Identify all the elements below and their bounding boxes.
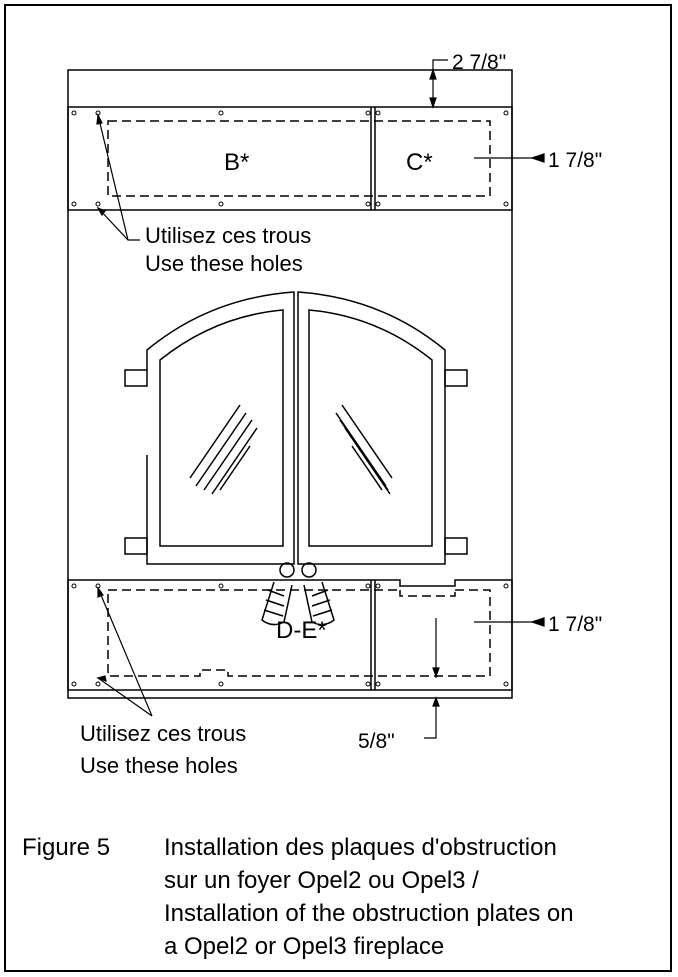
dim-top-label: 2 7/8" (452, 51, 506, 74)
holes-upper-label-en: Use these holes (145, 251, 303, 276)
holes-upper-leader (97, 114, 140, 241)
dim-bottom-leader (424, 698, 437, 739)
lower-plate (67, 579, 513, 691)
dim-top-arrows (429, 68, 437, 109)
figure-frame (4, 4, 672, 972)
right-door (297, 291, 468, 565)
plate-c-label: C* (406, 149, 433, 176)
holes-upper-label-fr: Utilisez ces trous (145, 223, 311, 248)
holes-lower-label-fr: Utilisez ces trous (80, 721, 246, 746)
holes-lower-leader (97, 587, 153, 717)
dim-top-leader (432, 59, 448, 98)
plate-de-label: D-E* (276, 617, 327, 644)
dim-right-upper-label: 1 7/8" (548, 149, 602, 172)
fireplace-outline (67, 69, 513, 699)
holes-lower-label-en: Use these holes (80, 753, 238, 778)
dim-right-lower-label: 1 7/8" (548, 613, 602, 636)
dim-bottom-label: 5/8" (358, 730, 395, 753)
door-handles (261, 562, 335, 626)
screw-holes (71, 110, 509, 687)
left-door (124, 291, 295, 565)
upper-plate (67, 106, 513, 211)
plate-b-label: B* (224, 149, 249, 176)
